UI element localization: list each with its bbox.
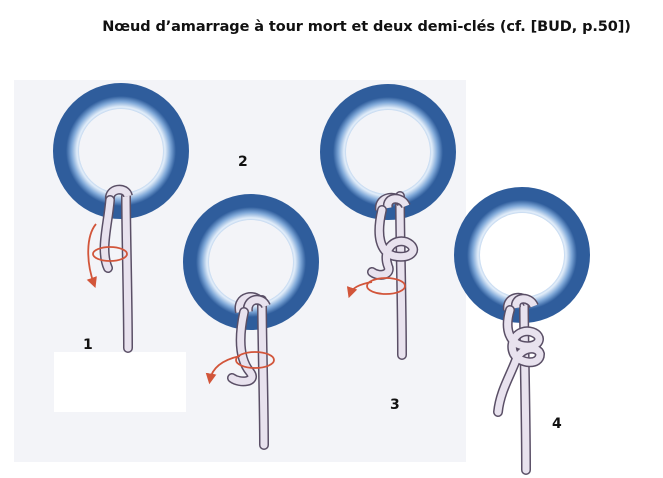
turn-arrow-2 [235,351,275,369]
step-4-diagram [454,187,590,475]
turn-arrow-3 [366,277,406,295]
ring-1 [53,83,189,219]
step-3-diagram [320,84,456,360]
step-label-1: 1 [83,337,93,353]
step-label-3: 3 [390,397,400,413]
ring-2 [183,194,319,330]
step-1-diagram [53,83,189,353]
step-label-2: 2 [238,154,248,170]
step-2-diagram [183,194,319,450]
blank-patch [54,352,186,412]
step-label-4: 4 [552,416,562,432]
page-title: Nœud d’amarrage à tour mort et deux demi… [102,19,631,35]
turn-arrow-1 [92,246,128,262]
